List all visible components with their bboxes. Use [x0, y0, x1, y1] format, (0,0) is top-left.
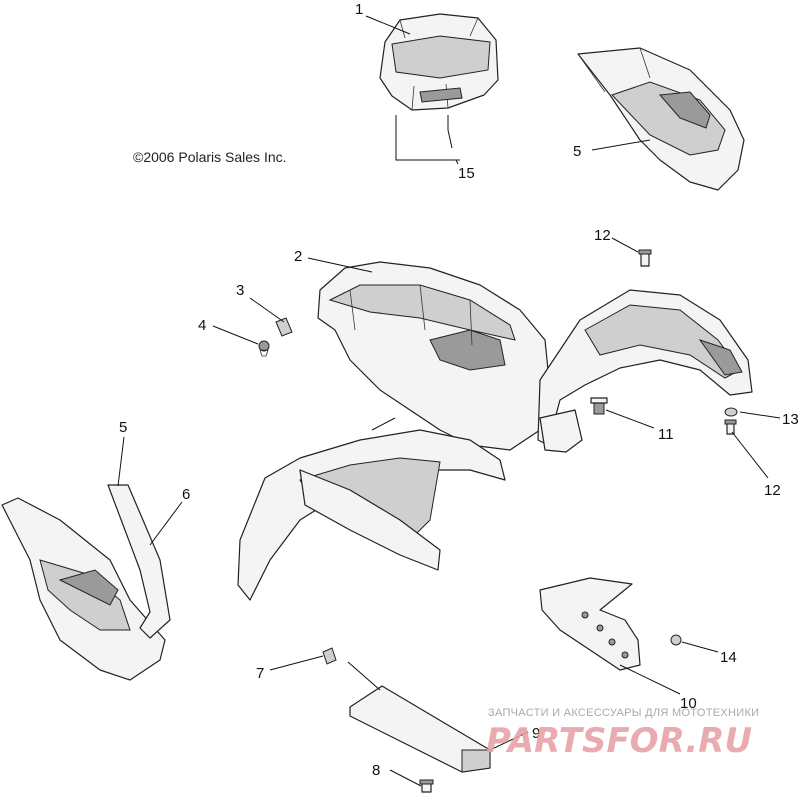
part-7-clip-nut	[322, 647, 337, 665]
part-1-headlight-pod	[379, 13, 499, 111]
part-15-brackets	[395, 115, 460, 165]
part-3-clip	[275, 317, 293, 337]
part-12-screw-lower	[724, 419, 737, 435]
part-5-6-side-panel-lower	[1, 484, 171, 681]
part-13-washer	[724, 407, 738, 417]
part-11-bolt	[590, 397, 608, 415]
part-9-plate	[349, 685, 491, 773]
callout-12-lower: 12	[764, 482, 781, 499]
callout-12-upper: 12	[594, 227, 611, 244]
callout-11: 11	[658, 426, 674, 443]
part-14-nut	[670, 634, 682, 646]
callout-5-upper: 5	[573, 143, 581, 160]
part-2-front-fender-body	[237, 261, 753, 601]
callout-9: 9	[532, 725, 540, 742]
watermark: ЗАПЧАСТИ И АКСЕССУАРЫ ДЛЯ МОТОТЕХНИКИ PA…	[486, 707, 759, 761]
callout-labels: 1 15 5 12 2 3 4 11 13 12 5 6 7 14 10 9 8	[119, 1, 799, 779]
callout-14: 14	[720, 649, 737, 666]
callout-6: 6	[182, 486, 190, 503]
callout-1: 1	[355, 1, 363, 18]
leader-lines	[117, 15, 781, 787]
part-5-side-panel-upper	[577, 47, 745, 191]
part-4-push-rivet	[258, 340, 270, 357]
callout-13: 13	[782, 411, 799, 428]
callout-4: 4	[198, 317, 206, 334]
callout-7: 7	[256, 665, 264, 682]
copyright-text: ©2006 Polaris Sales Inc.	[133, 149, 287, 165]
part-8-screw	[419, 779, 434, 793]
callout-10: 10	[680, 695, 697, 712]
watermark-brand: PARTSFOR.RU	[486, 721, 752, 761]
watermark-tagline: ЗАПЧАСТИ И АКСЕССУАРЫ ДЛЯ МОТОТЕХНИКИ	[488, 707, 759, 719]
callout-15: 15	[458, 165, 475, 182]
part-10-bracket-plate	[539, 577, 641, 671]
callout-2: 2	[294, 248, 302, 265]
callout-5-lower: 5	[119, 419, 127, 436]
part-12-screw-upper	[638, 249, 652, 267]
callout-8: 8	[372, 762, 380, 779]
callout-3: 3	[236, 282, 244, 299]
